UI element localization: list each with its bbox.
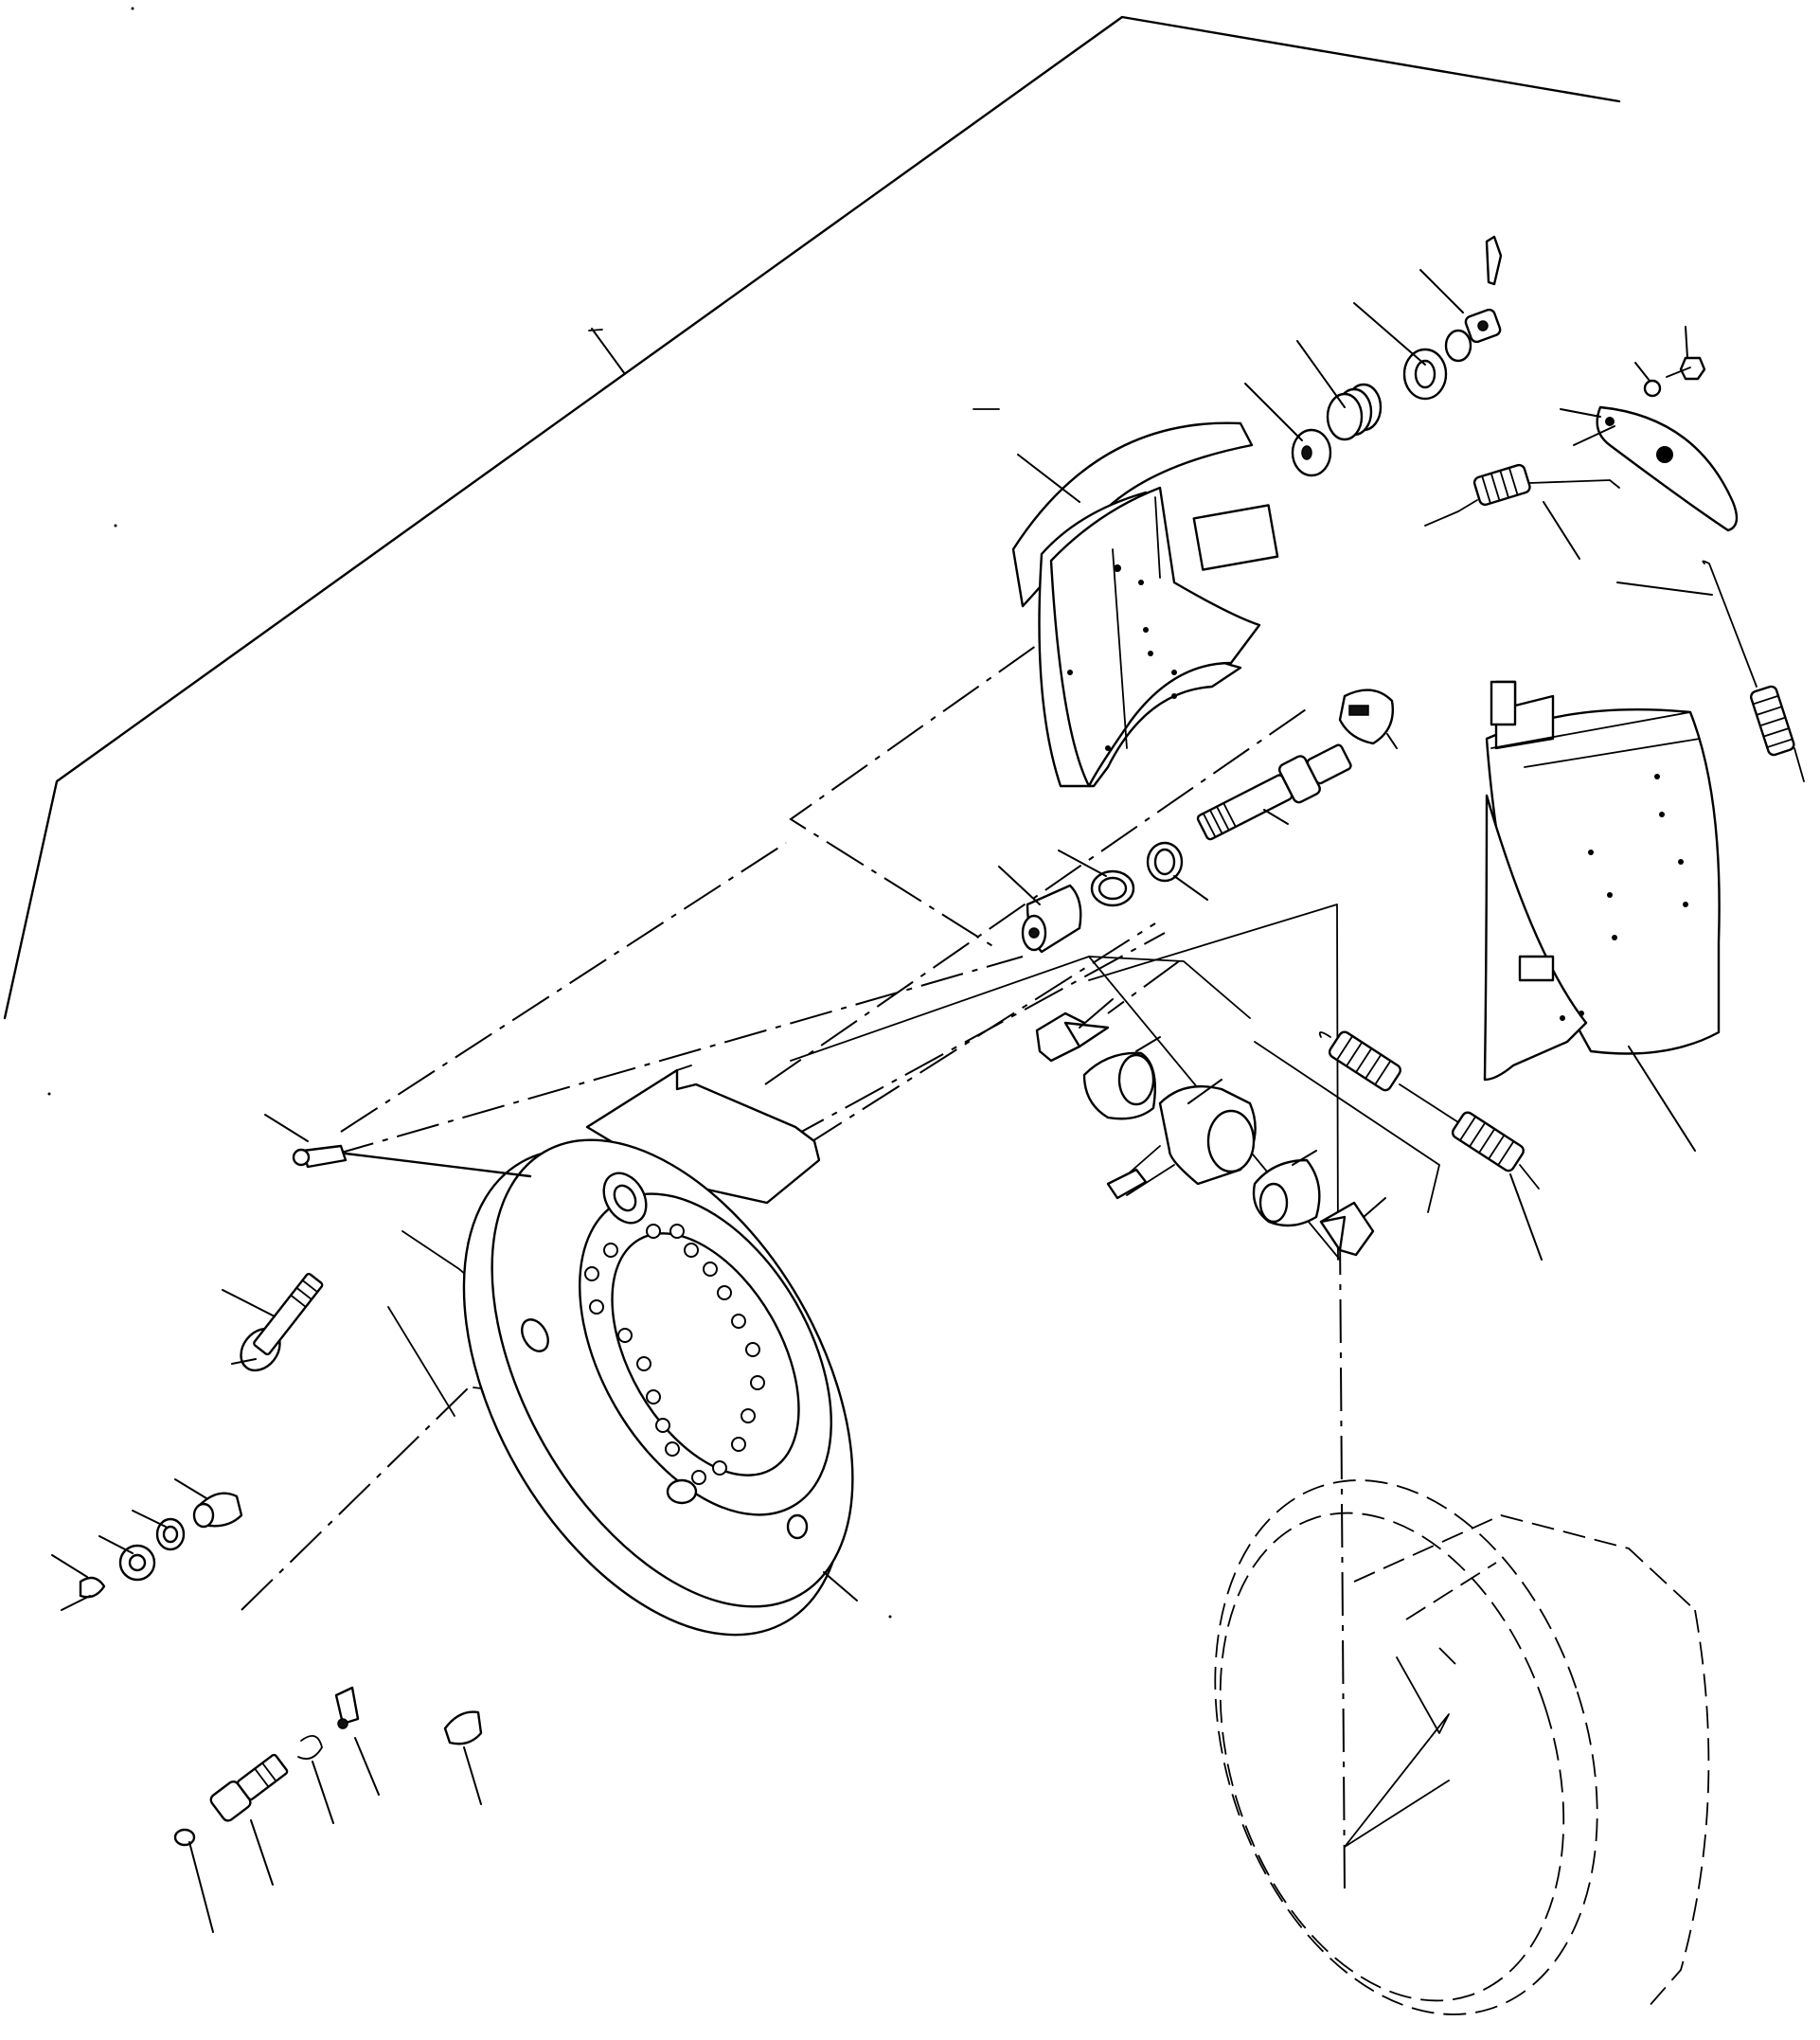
upper-brake-shoe <box>1011 421 1279 788</box>
adjuster-plate <box>1560 326 1739 532</box>
wheel-cylinder-group <box>1035 998 1386 1257</box>
left-fasteners <box>51 1114 532 1611</box>
brake-drum <box>1214 1479 1710 2015</box>
cam-shaft-parts <box>998 689 1398 954</box>
lower-fasteners <box>173 1686 483 1933</box>
stray-marks <box>47 7 892 1619</box>
backing-plate <box>462 1065 858 1637</box>
upper-return-spring <box>1424 463 1620 560</box>
right-return-spring <box>1616 560 1805 782</box>
shoe-hold-down-hardware <box>1244 235 1503 477</box>
lower-brake-shoe <box>1483 680 1721 1152</box>
center-lines <box>241 567 1346 1895</box>
assembly-bracket-line <box>3 15 1621 1020</box>
lower-spring <box>1318 1030 1543 1261</box>
